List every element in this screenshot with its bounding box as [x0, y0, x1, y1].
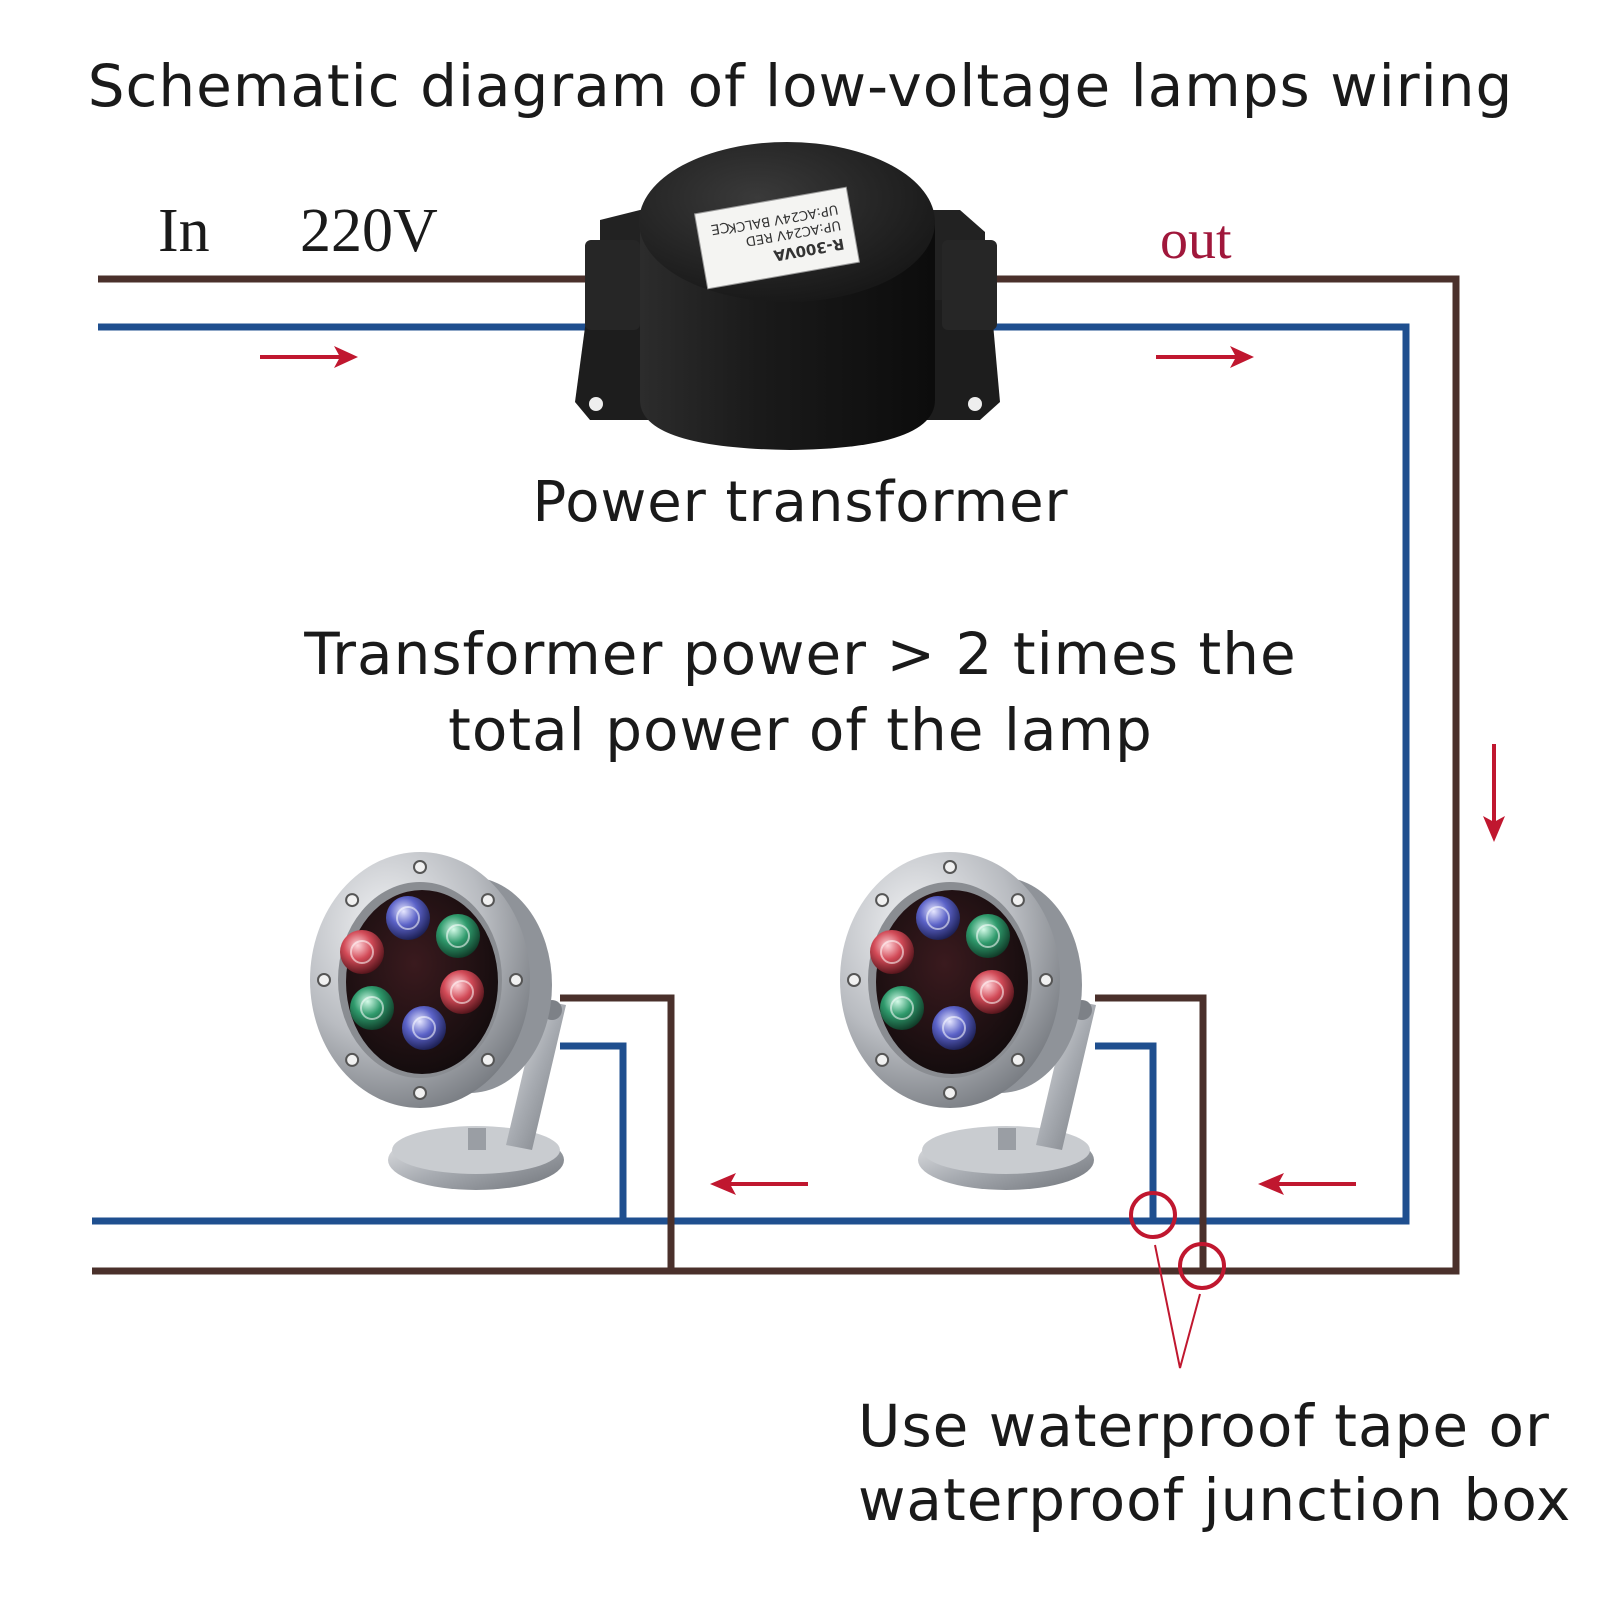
nameplate-ce-mark: CE — [709, 218, 730, 237]
lamp1-live-tap — [560, 994, 675, 1271]
red-led-icon — [340, 930, 384, 974]
red-led-icon — [970, 970, 1014, 1014]
lamp2-neutral-tap — [1095, 1042, 1157, 1221]
lamp2-live-tap — [1095, 994, 1207, 1271]
screw-icon — [875, 1052, 890, 1067]
screw-icon — [509, 973, 523, 987]
flow-arrows — [260, 346, 1505, 1195]
transformer-caption: Power transformer — [532, 470, 1069, 535]
arrow-icon — [710, 1173, 808, 1195]
blue-led-icon — [916, 896, 960, 940]
junction-circle-icon — [1178, 1242, 1226, 1290]
screw-icon — [943, 860, 957, 874]
junction-pointer — [1154, 1244, 1201, 1369]
screw-icon — [875, 893, 890, 908]
junction-note-line-1: Use waterproof tape or — [858, 1392, 1550, 1460]
screw-icon — [345, 893, 360, 908]
underwater-lamp-icon — [310, 852, 566, 1190]
transformer-icon — [575, 142, 1000, 450]
junction-note-line-2: waterproof junction box — [858, 1466, 1572, 1534]
screw-icon — [480, 1052, 495, 1067]
arrow-icon — [1483, 744, 1505, 842]
junction-circle-icon — [1129, 1191, 1177, 1239]
blue-led-icon — [386, 896, 430, 940]
green-led-icon — [436, 914, 480, 958]
screw-icon — [317, 973, 331, 987]
power-note-line-1: Transformer power > 2 times the — [304, 620, 1297, 688]
green-led-icon — [880, 986, 924, 1030]
red-led-icon — [870, 930, 914, 974]
lamp-bracket — [506, 1000, 566, 1150]
arrow-icon — [1156, 346, 1254, 368]
blue-led-icon — [402, 1006, 446, 1050]
screw-icon — [943, 1086, 957, 1100]
screw-icon — [345, 1052, 360, 1067]
output-live-wire — [92, 275, 1460, 1275]
green-led-icon — [350, 986, 394, 1030]
screw-icon — [413, 1086, 427, 1100]
screw-icon — [413, 860, 427, 874]
blue-led-icon — [932, 1006, 976, 1050]
screw-icon — [480, 893, 495, 908]
arrow-icon — [1258, 1173, 1356, 1195]
power-note-line-2: total power of the lamp — [448, 696, 1153, 764]
diagram-title: Schematic diagram of low-voltage lamps w… — [87, 52, 1514, 120]
underwater-lamp-icon — [840, 852, 1096, 1190]
input-label: In — [158, 197, 210, 265]
lamp-bracket — [1036, 1000, 1096, 1150]
arrow-icon — [260, 346, 358, 368]
red-led-icon — [440, 970, 484, 1014]
screw-icon — [1039, 973, 1053, 987]
screw-icon — [1010, 1052, 1025, 1067]
screw-icon — [847, 973, 861, 987]
lamp1-neutral-tap — [560, 1042, 627, 1221]
junctions — [1129, 1191, 1226, 1369]
green-led-icon — [966, 914, 1010, 958]
input-voltage: 220V — [300, 197, 438, 265]
output-label: out — [1160, 209, 1232, 271]
screw-icon — [1010, 893, 1025, 908]
wires — [92, 275, 1460, 1275]
output-neutral-wire — [92, 323, 1410, 1225]
